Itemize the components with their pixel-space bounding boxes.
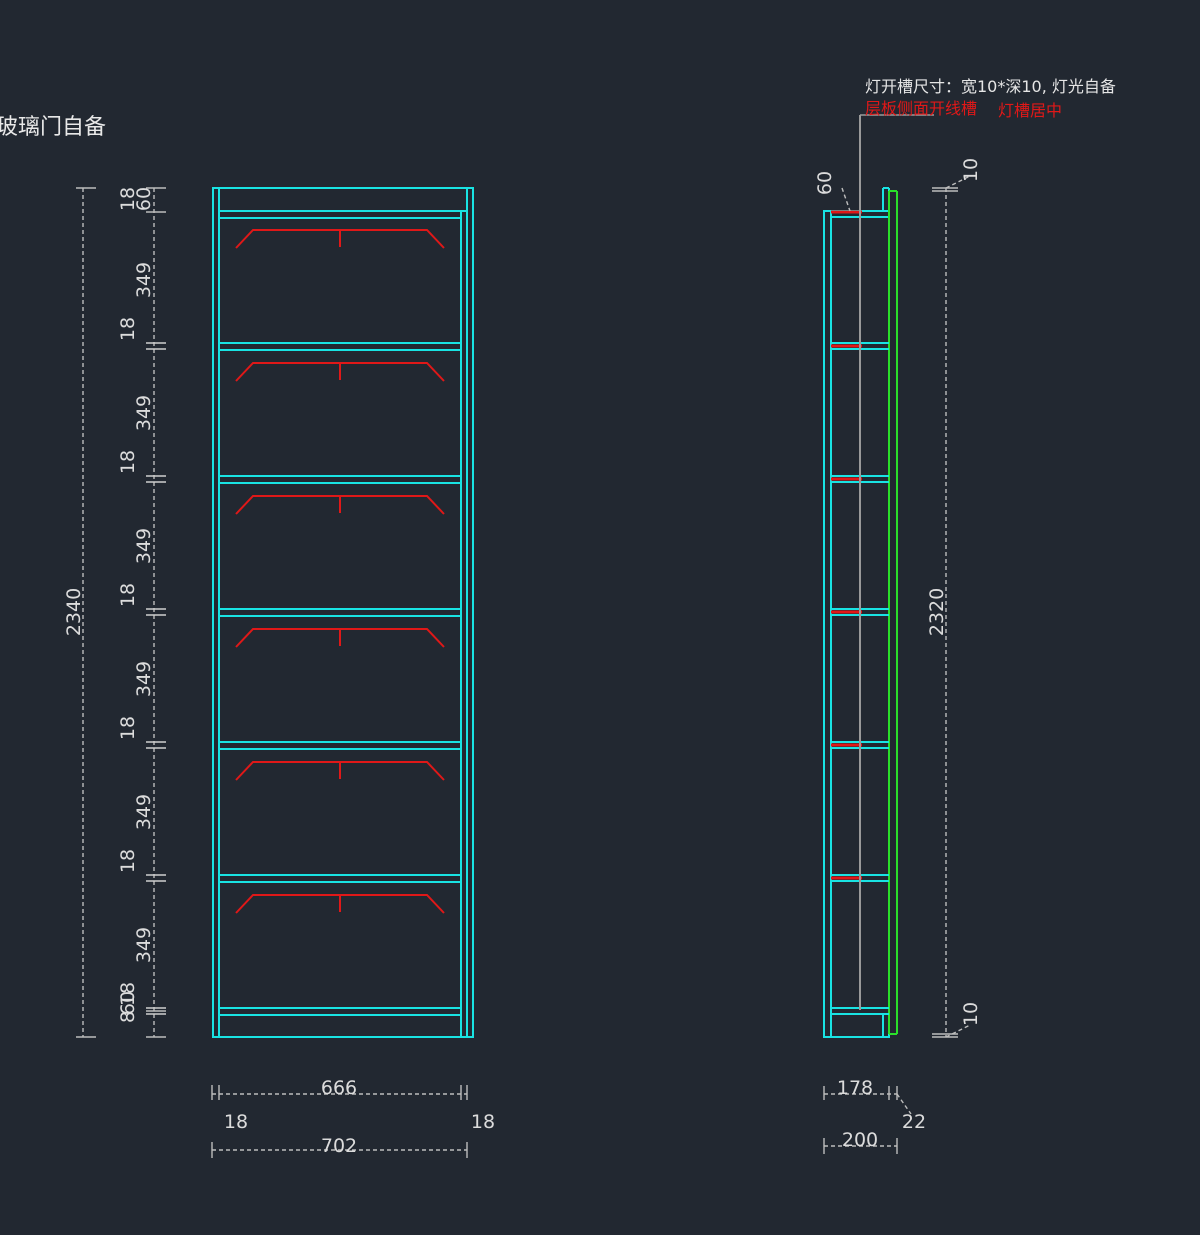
dim-front-bottom-gap: 60 xyxy=(117,991,139,1015)
front-view xyxy=(212,187,474,1038)
dim-side-depth-inner: 178 xyxy=(837,1077,873,1099)
front-shelves xyxy=(219,342,461,1016)
dim-front-side-right: 18 xyxy=(471,1111,495,1133)
dim-side-top-gap: 60 xyxy=(814,171,836,195)
side-view xyxy=(823,114,934,1038)
dim-front-shelf-thickness-2: 18 xyxy=(117,450,139,474)
front-shelf-dim-labels: 349 349 349 349 349 349 18 18 18 18 18 18 xyxy=(117,262,155,1006)
dim-front-top-gap: 60 xyxy=(133,187,155,211)
dim-side-door-thickness: 22 xyxy=(902,1111,926,1133)
glass-door xyxy=(888,190,898,1035)
shelf-groove-note: 层板侧面开线槽 xyxy=(865,99,977,118)
dim-front-shelf-spacing-1: 349 xyxy=(133,262,155,298)
dim-side-overall-depth: 200 xyxy=(842,1129,878,1151)
front-shelf-dim-ticks xyxy=(146,342,166,1015)
dim-front-shelf-thickness-3: 18 xyxy=(117,583,139,607)
side-dimension-ticks xyxy=(823,187,958,1154)
dim-front-shelf-spacing-3: 349 xyxy=(133,528,155,564)
dim-front-overall-width: 702 xyxy=(321,1135,357,1157)
dim-front-shelf-spacing-2: 349 xyxy=(133,395,155,431)
dim-front-shelf-spacing-6: 349 xyxy=(133,927,155,963)
dim-front-shelf-spacing-5: 349 xyxy=(133,794,155,830)
front-dimension-ticks xyxy=(76,187,468,1158)
front-light-slots xyxy=(235,229,445,914)
light-slot-note: 灯开槽尺寸：宽10*深10, 灯光自备 xyxy=(865,77,1116,96)
side-dimensions xyxy=(824,175,971,1147)
dim-front-shelf-thickness-4: 18 xyxy=(117,716,139,740)
dim-side-bottom-offset: 10 xyxy=(960,1002,982,1026)
dim-front-overall-height: 2340 xyxy=(63,588,85,636)
title-label: 玻璃门自备 xyxy=(0,115,106,140)
dim-side-overall-height: 2320 xyxy=(926,588,948,636)
dim-front-shelf-thickness-5: 18 xyxy=(117,849,139,873)
slot-centered-note: 灯槽居中 xyxy=(998,101,1062,120)
dim-front-shelf-spacing-4: 349 xyxy=(133,661,155,697)
dim-front-shelf-thickness-1: 18 xyxy=(117,317,139,341)
dim-side-top-offset: 10 xyxy=(960,158,982,182)
dim-front-shelf-thickness-6: 18 xyxy=(117,982,139,1006)
front-dimensions xyxy=(82,188,467,1151)
dim-front-top-panel: 18 xyxy=(117,187,139,211)
dim-front-bottom-panel: 8 xyxy=(117,1011,139,1023)
front-cabinet-outline xyxy=(212,187,474,1038)
dim-front-side-left: 18 xyxy=(224,1111,248,1133)
dim-front-inner-width: 666 xyxy=(321,1077,357,1099)
